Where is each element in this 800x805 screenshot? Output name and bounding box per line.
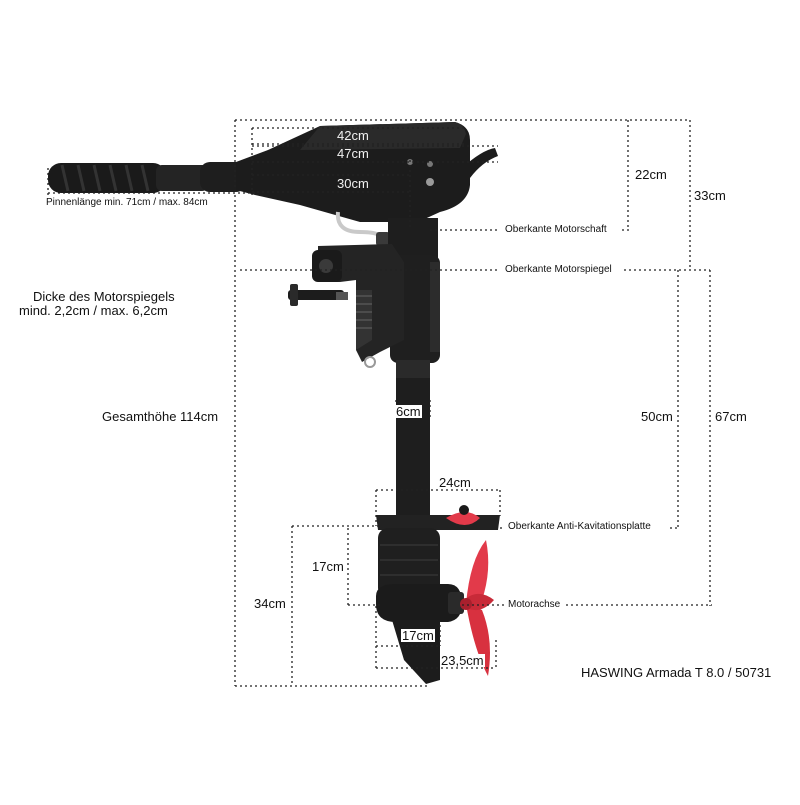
product-title: HASWING Armada T 8.0 / 50731 [581, 665, 772, 680]
tiller-handle [48, 162, 246, 193]
dimension-50cm: 50cm [640, 409, 674, 424]
dimension-23-5cm: 23,5cm [440, 653, 485, 668]
dimension-42cm: 42cm [337, 128, 369, 143]
dimension-24cm: 24cm [439, 475, 471, 490]
dimension-34cm: 34cm [253, 596, 287, 611]
anti-cavitation-plate [376, 505, 500, 530]
transom-top-label: Oberkante Motorspiegel [504, 264, 613, 275]
dimension-67cm: 67cm [714, 409, 748, 424]
dimension-17cm-vertical: 17cm [311, 559, 345, 574]
propeller [460, 540, 494, 676]
transom-clamp [288, 244, 404, 368]
anticav-top-label: Oberkante Anti-Kavitationsplatte [507, 521, 652, 532]
dimension-22cm: 22cm [634, 167, 668, 182]
motor-illustration [48, 122, 500, 684]
dimension-30cm: 30cm [337, 176, 369, 191]
dimension-33cm: 33cm [693, 188, 727, 203]
transom-thickness-line1: Dicke des Motorspiegels [33, 289, 175, 304]
motor-axis-label: Motorachse [507, 599, 562, 610]
motor-shaft [396, 360, 430, 530]
dimension-6cm: 6cm [395, 404, 422, 419]
shaft-top-label: Oberkante Motorschaft [504, 224, 608, 235]
dimension-17cm-foot: 17cm [401, 628, 435, 643]
dimension-47cm: 47cm [337, 146, 369, 161]
dimension-lines [47, 119, 712, 687]
motor-head [236, 122, 498, 246]
total-height-label: Gesamthöhe 114cm [102, 409, 219, 424]
transom-thickness-line2: mind. 2,2cm / max. 6,2cm [19, 303, 168, 318]
tiller-length-label: Pinnenlänge min. 71cm / max. 84cm [46, 197, 208, 208]
